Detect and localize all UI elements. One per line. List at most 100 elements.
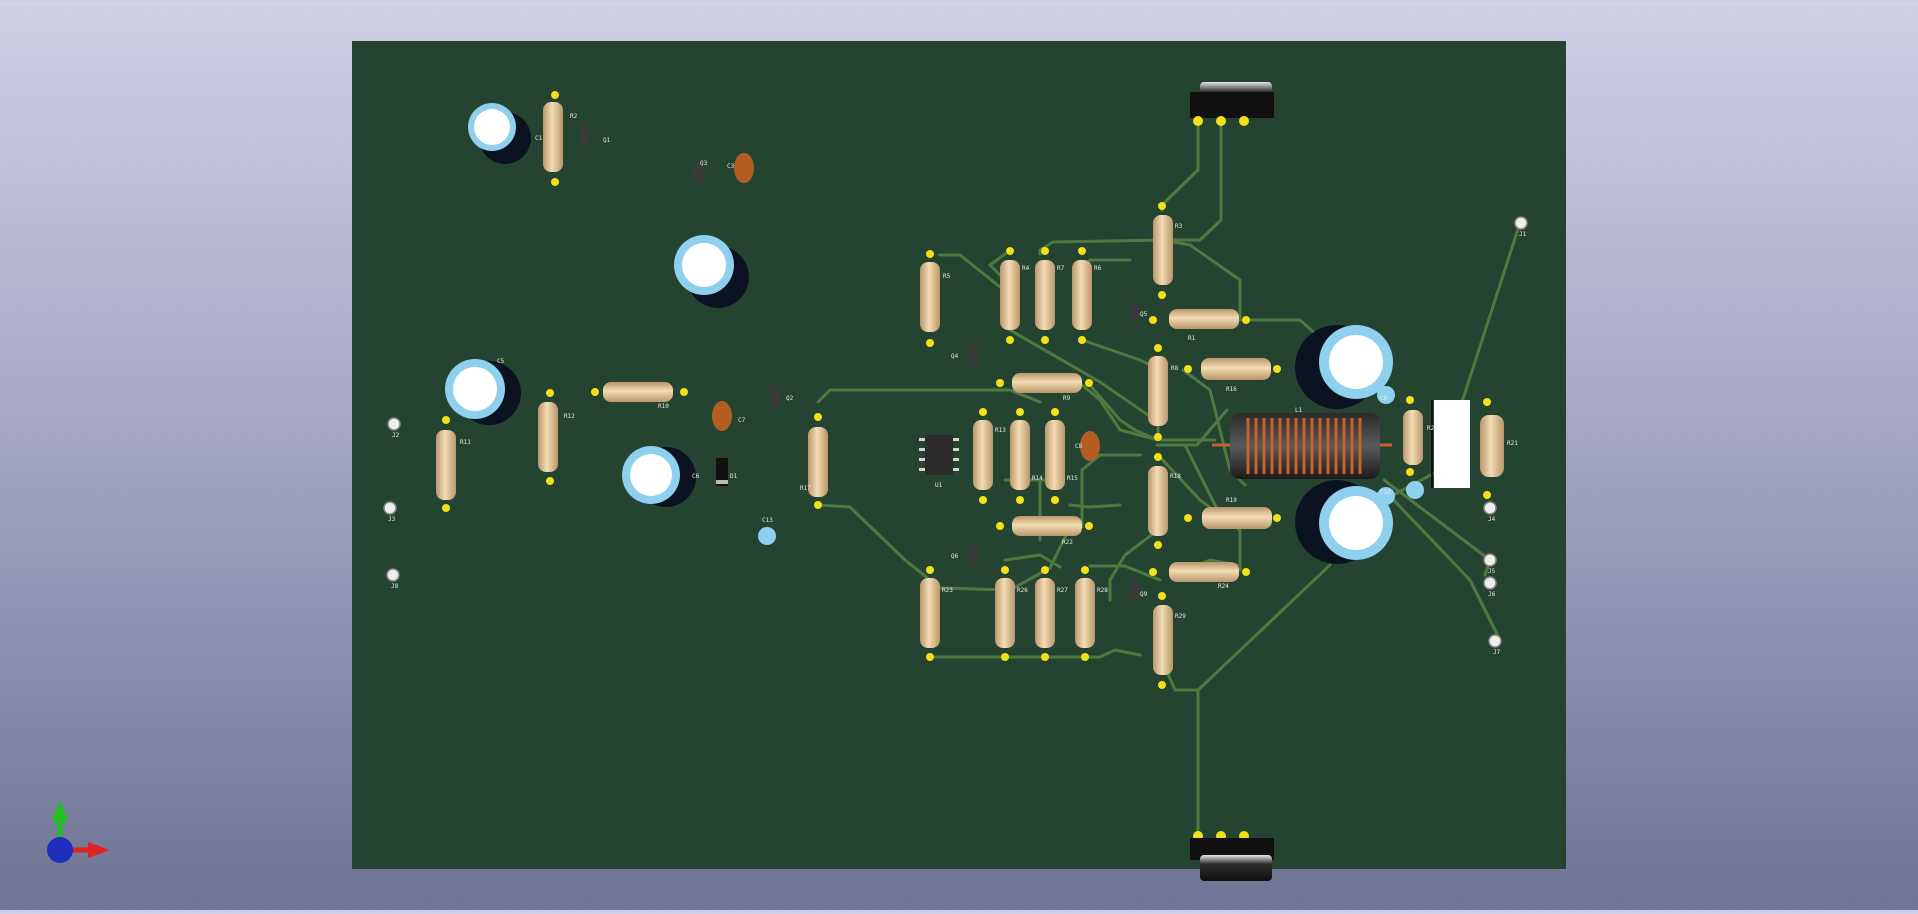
label-r9: R9 [1063, 395, 1071, 402]
pin-j1 [1514, 216, 1528, 230]
capacitor-small-a [1377, 386, 1395, 404]
pin-j6 [1483, 576, 1497, 590]
label-q5: Q5 [1140, 311, 1148, 318]
resistor-r17 [808, 413, 828, 509]
pin-j3 [383, 501, 397, 515]
label-r23: R23 [942, 587, 953, 594]
capacitor-c1 [468, 103, 531, 164]
label-r13: R13 [995, 427, 1006, 434]
label-j8: J8 [391, 583, 399, 590]
resistor-r29 [1153, 592, 1173, 689]
resistor-r9 [996, 373, 1093, 393]
pin-j2 [387, 417, 401, 431]
label-r17: R17 [800, 485, 811, 492]
label-r5: R5 [943, 273, 951, 280]
label-r18: R18 [1170, 473, 1181, 480]
resistor-r14 [1010, 408, 1030, 504]
resistor-r24 [1149, 562, 1250, 582]
resistor-r2 [543, 91, 563, 186]
label-c7: C7 [738, 417, 746, 424]
label-q9: Q9 [1140, 591, 1148, 598]
label-j7: J7 [1493, 649, 1501, 656]
diode-d1 [716, 458, 728, 486]
connector-pins [383, 216, 1528, 648]
label-r8: R8 [1171, 365, 1179, 372]
label-r11: R11 [460, 439, 471, 446]
label-j3: J3 [388, 516, 396, 523]
label-q4: Q4 [951, 353, 959, 360]
silkscreen-labels: R2 C1 Q1 C3 Q3 C5 R12 R10 Q2 C7 R11 D1 C… [388, 113, 1527, 656]
film-capacitors [712, 153, 1100, 461]
pin-j8 [386, 568, 400, 582]
label-r15: R15 [1067, 475, 1078, 482]
resistor-r6 [1072, 247, 1092, 344]
regulator-top [1190, 82, 1274, 126]
label-c3: C3 [727, 163, 735, 170]
label-r7: R7 [1057, 265, 1065, 272]
label-c6: C6 [692, 473, 700, 480]
label-r6: R6 [1094, 265, 1102, 272]
label-r20: R20 [1427, 425, 1438, 432]
label-d1: D1 [730, 473, 738, 480]
resistor-r11 [436, 416, 456, 512]
capacitor-c10 [1295, 480, 1393, 564]
label-r4: R4 [1022, 265, 1030, 272]
resistor-r10 [591, 382, 688, 402]
capacitor-small-b [1377, 487, 1395, 505]
resistor-r15 [1045, 408, 1065, 504]
label-r19: R19 [1226, 497, 1237, 504]
resistor-r21 [1480, 398, 1504, 499]
label-q3: Q3 [700, 160, 708, 167]
label-q1: Q1 [603, 137, 611, 144]
resistor-r19 [1184, 507, 1281, 529]
label-r26: R26 [1017, 587, 1028, 594]
label-u1: U1 [935, 482, 943, 489]
label-r27: R27 [1057, 587, 1068, 594]
label-j4: J4 [1488, 516, 1496, 523]
inductor-l1 [1212, 413, 1392, 479]
transistor-q2 [770, 386, 781, 408]
capacitor-c7 [712, 401, 732, 431]
transistor-q6 [967, 545, 978, 567]
resistor-r22 [996, 516, 1093, 536]
label-r14: R14 [1032, 475, 1043, 482]
resistor-r26 [995, 566, 1015, 661]
regulator-bottom [1190, 831, 1274, 881]
label-c10: C10 [1380, 489, 1391, 496]
label-r22: R22 [1062, 539, 1073, 546]
pin-j4 [1483, 501, 1497, 515]
label-r3: R3 [1175, 223, 1183, 230]
axis-z-icon [47, 837, 73, 863]
capacitor-c3 [734, 153, 754, 183]
pin-j5 [1483, 553, 1497, 567]
label-l1: L1 [1295, 407, 1303, 414]
resistor-r13 [973, 408, 993, 504]
label-r10: R10 [658, 403, 669, 410]
label-q2: Q2 [786, 395, 794, 402]
label-c5: C5 [497, 358, 505, 365]
capacitor-c5 [445, 359, 521, 425]
label-c8: C8 [1075, 443, 1083, 450]
vertical-resistors [436, 91, 1504, 689]
transistor-q5 [1130, 301, 1141, 323]
transistors [580, 124, 1141, 601]
label-j5: J5 [1488, 568, 1496, 575]
label-j2: J2 [392, 432, 400, 439]
horizontal-resistors [591, 309, 1281, 582]
label-j1: J1 [1519, 231, 1527, 238]
resistor-r20 [1403, 396, 1423, 476]
resistor-r27 [1035, 566, 1055, 661]
label-r1: R1 [1188, 335, 1196, 342]
transistor-q4 [967, 344, 978, 366]
axis-gizmo[interactable] [47, 800, 110, 863]
transistor-q1 [580, 124, 591, 146]
capacitor-c12-block [1434, 400, 1470, 488]
resistor-r3 [1153, 202, 1173, 299]
resistor-r7 [1035, 247, 1055, 344]
label-r2: R2 [570, 113, 578, 120]
label-r12: R12 [564, 413, 575, 420]
label-j6: J6 [1488, 591, 1496, 598]
capacitor-c9 [1295, 325, 1393, 409]
